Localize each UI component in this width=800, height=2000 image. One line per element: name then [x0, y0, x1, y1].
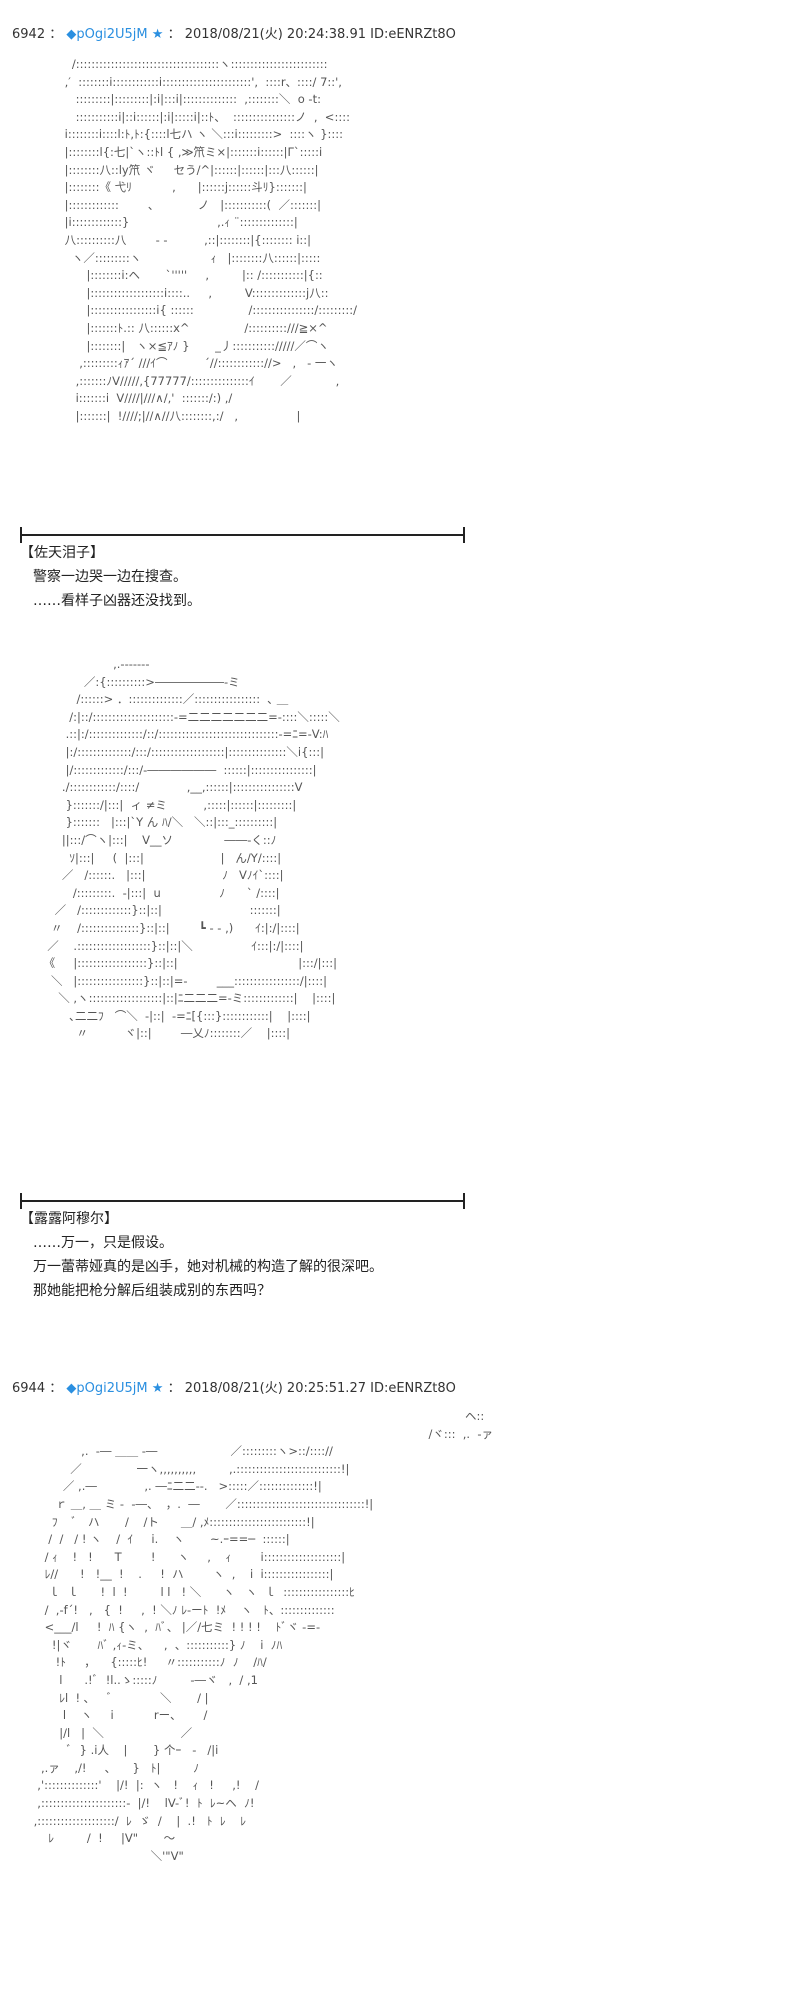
dialogue-line: 万一蕾蒂娅真的是凶手，她对机械的构造了解的很深吧。	[33, 1259, 383, 1275]
post-id: ID:eENRZt8O	[370, 1381, 456, 1396]
post-header: 6944 ： ◆pOgi2U5jM ★ ： 2018/08/21(火) 20:2…	[12, 1377, 456, 1396]
post-datetime: 2018/08/21(火) 20:24:38.91	[184, 27, 366, 42]
separator: ：	[49, 1381, 63, 1396]
ascii-art-2: ,.-‐‐‐‐‐‐ ／:{::::::::::>――――――‐ミ /::::::…	[43, 657, 340, 1041]
ascii-art-1: /:::::::::::::::::::::::::::::::::::::ヽ:…	[64, 57, 358, 423]
speaker-name: 【佐天泪子】	[20, 545, 104, 561]
divider	[20, 1193, 465, 1209]
ascii-art-3: ヘ:: /ヾ::: ,. ‐ァ ,. ‐― ＿＿ ‐― ／:::::::::ヽ>…	[33, 1409, 494, 1863]
post-header: 6942 ： ◆pOgi2U5jM ★ ： 2018/08/21(火) 20:2…	[12, 23, 456, 42]
divider	[20, 527, 465, 543]
dialogue-line: ……万一，只是假设。	[33, 1235, 173, 1251]
post-datetime: 2018/08/21(火) 20:25:51.27	[184, 1381, 366, 1396]
separator: ：	[167, 27, 181, 42]
separator: ：	[167, 1381, 181, 1396]
dialogue-line: 警察一边哭一边在搜查。	[33, 569, 187, 585]
dialogue-line: ……看样子凶器还没找到。	[33, 593, 201, 609]
poster-trip[interactable]: ◆pOgi2U5jM ★	[66, 1381, 164, 1396]
post-number: 6944	[12, 1381, 46, 1396]
speaker-name: 【露露阿穆尔】	[20, 1211, 118, 1227]
dialogue-line: 那她能把枪分解后组装成别的东西吗？	[33, 1283, 271, 1299]
post-id: ID:eENRZt8O	[370, 27, 456, 42]
post-number: 6942	[12, 27, 46, 42]
separator: ：	[49, 27, 63, 42]
poster-trip[interactable]: ◆pOgi2U5jM ★	[66, 27, 164, 42]
